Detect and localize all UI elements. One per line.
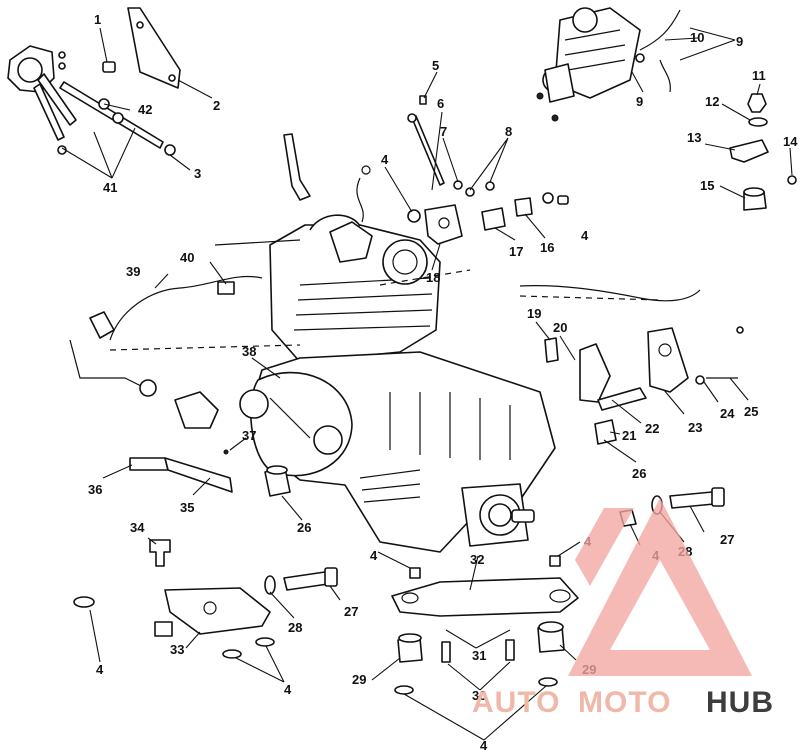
callout-30: 30 <box>472 688 486 703</box>
callout-20: 20 <box>553 320 567 335</box>
callout-4-frontpair: 4 <box>284 682 292 697</box>
right-mount-bracket <box>544 326 744 445</box>
shift-lever <box>129 449 233 493</box>
callout-1: 1 <box>94 12 101 27</box>
callout-9-upper: 9 <box>736 34 743 49</box>
callout-25: 25 <box>744 404 758 419</box>
callout-14: 14 <box>783 134 798 149</box>
callout-21: 21 <box>622 428 636 443</box>
watermark-triangle-logo <box>568 498 752 676</box>
callout-7: 7 <box>440 124 447 139</box>
callout-39: 39 <box>126 264 140 279</box>
callout-38: 38 <box>242 344 256 359</box>
callout-10: 10 <box>690 30 704 45</box>
callout-36: 36 <box>88 482 102 497</box>
leader-lines <box>61 27 793 741</box>
callout-8: 8 <box>505 124 512 139</box>
carburetor-assembly <box>536 7 681 122</box>
watermark-word-hub: HUB <box>706 686 774 719</box>
callout-labels: 1 2 3 42 41 5 6 7 8 4 18 17 16 4 10 9 9 … <box>88 12 798 753</box>
automotohub-watermark: AUTO MOTO HUB <box>472 498 774 719</box>
callout-34: 34 <box>130 520 145 535</box>
bolt-and-bracket-plate <box>102 7 181 89</box>
callout-11: 11 <box>752 68 766 83</box>
callout-26-right: 26 <box>632 466 646 481</box>
callout-27-left: 27 <box>344 604 358 619</box>
callout-37: 37 <box>242 428 256 443</box>
callout-23: 23 <box>688 420 702 435</box>
callout-41: 41 <box>103 180 117 195</box>
callout-33: 33 <box>170 642 184 657</box>
callout-22: 22 <box>645 421 659 436</box>
callout-4-plateleft: 4 <box>370 548 378 563</box>
mount-bushings <box>264 465 291 497</box>
callout-26-left: 26 <box>297 520 311 535</box>
callout-4-throttle: 4 <box>381 152 389 167</box>
front-engine-mount <box>73 539 275 659</box>
fuel-pump-assembly <box>7 45 176 156</box>
callout-18: 18 <box>426 270 440 285</box>
callout-17: 17 <box>509 244 523 259</box>
callout-27-right: 27 <box>720 532 734 547</box>
callout-28-left: 28 <box>288 620 302 635</box>
callout-15: 15 <box>700 178 714 193</box>
callout-12: 12 <box>705 94 719 109</box>
callout-5: 5 <box>432 58 439 73</box>
callout-19: 19 <box>527 306 541 321</box>
callout-16: 16 <box>540 240 554 255</box>
callout-40: 40 <box>180 250 194 265</box>
watermark-word-auto: AUTO <box>472 686 560 719</box>
callout-24: 24 <box>720 406 735 421</box>
callout-6: 6 <box>437 96 444 111</box>
callout-13: 13 <box>687 130 701 145</box>
callout-42: 42 <box>138 102 152 117</box>
callout-9-lower: 9 <box>636 94 643 109</box>
callout-2: 2 <box>213 98 220 113</box>
cable-and-linkage-parts <box>407 95 569 245</box>
right-small-parts <box>729 93 797 211</box>
callout-32: 32 <box>470 552 484 567</box>
callout-3: 3 <box>194 166 201 181</box>
callout-35: 35 <box>180 500 194 515</box>
callout-4-bottom: 4 <box>480 738 488 753</box>
callout-4-rod: 4 <box>581 228 589 243</box>
cable-harness <box>69 239 701 429</box>
callout-29-left: 29 <box>352 672 366 687</box>
callout-31: 31 <box>472 648 486 663</box>
watermark-word-moto: MOTO <box>578 686 671 719</box>
rear-mount-plate <box>391 509 637 695</box>
callout-4-frontwasher: 4 <box>96 662 104 677</box>
engine-assembly <box>109 133 661 553</box>
